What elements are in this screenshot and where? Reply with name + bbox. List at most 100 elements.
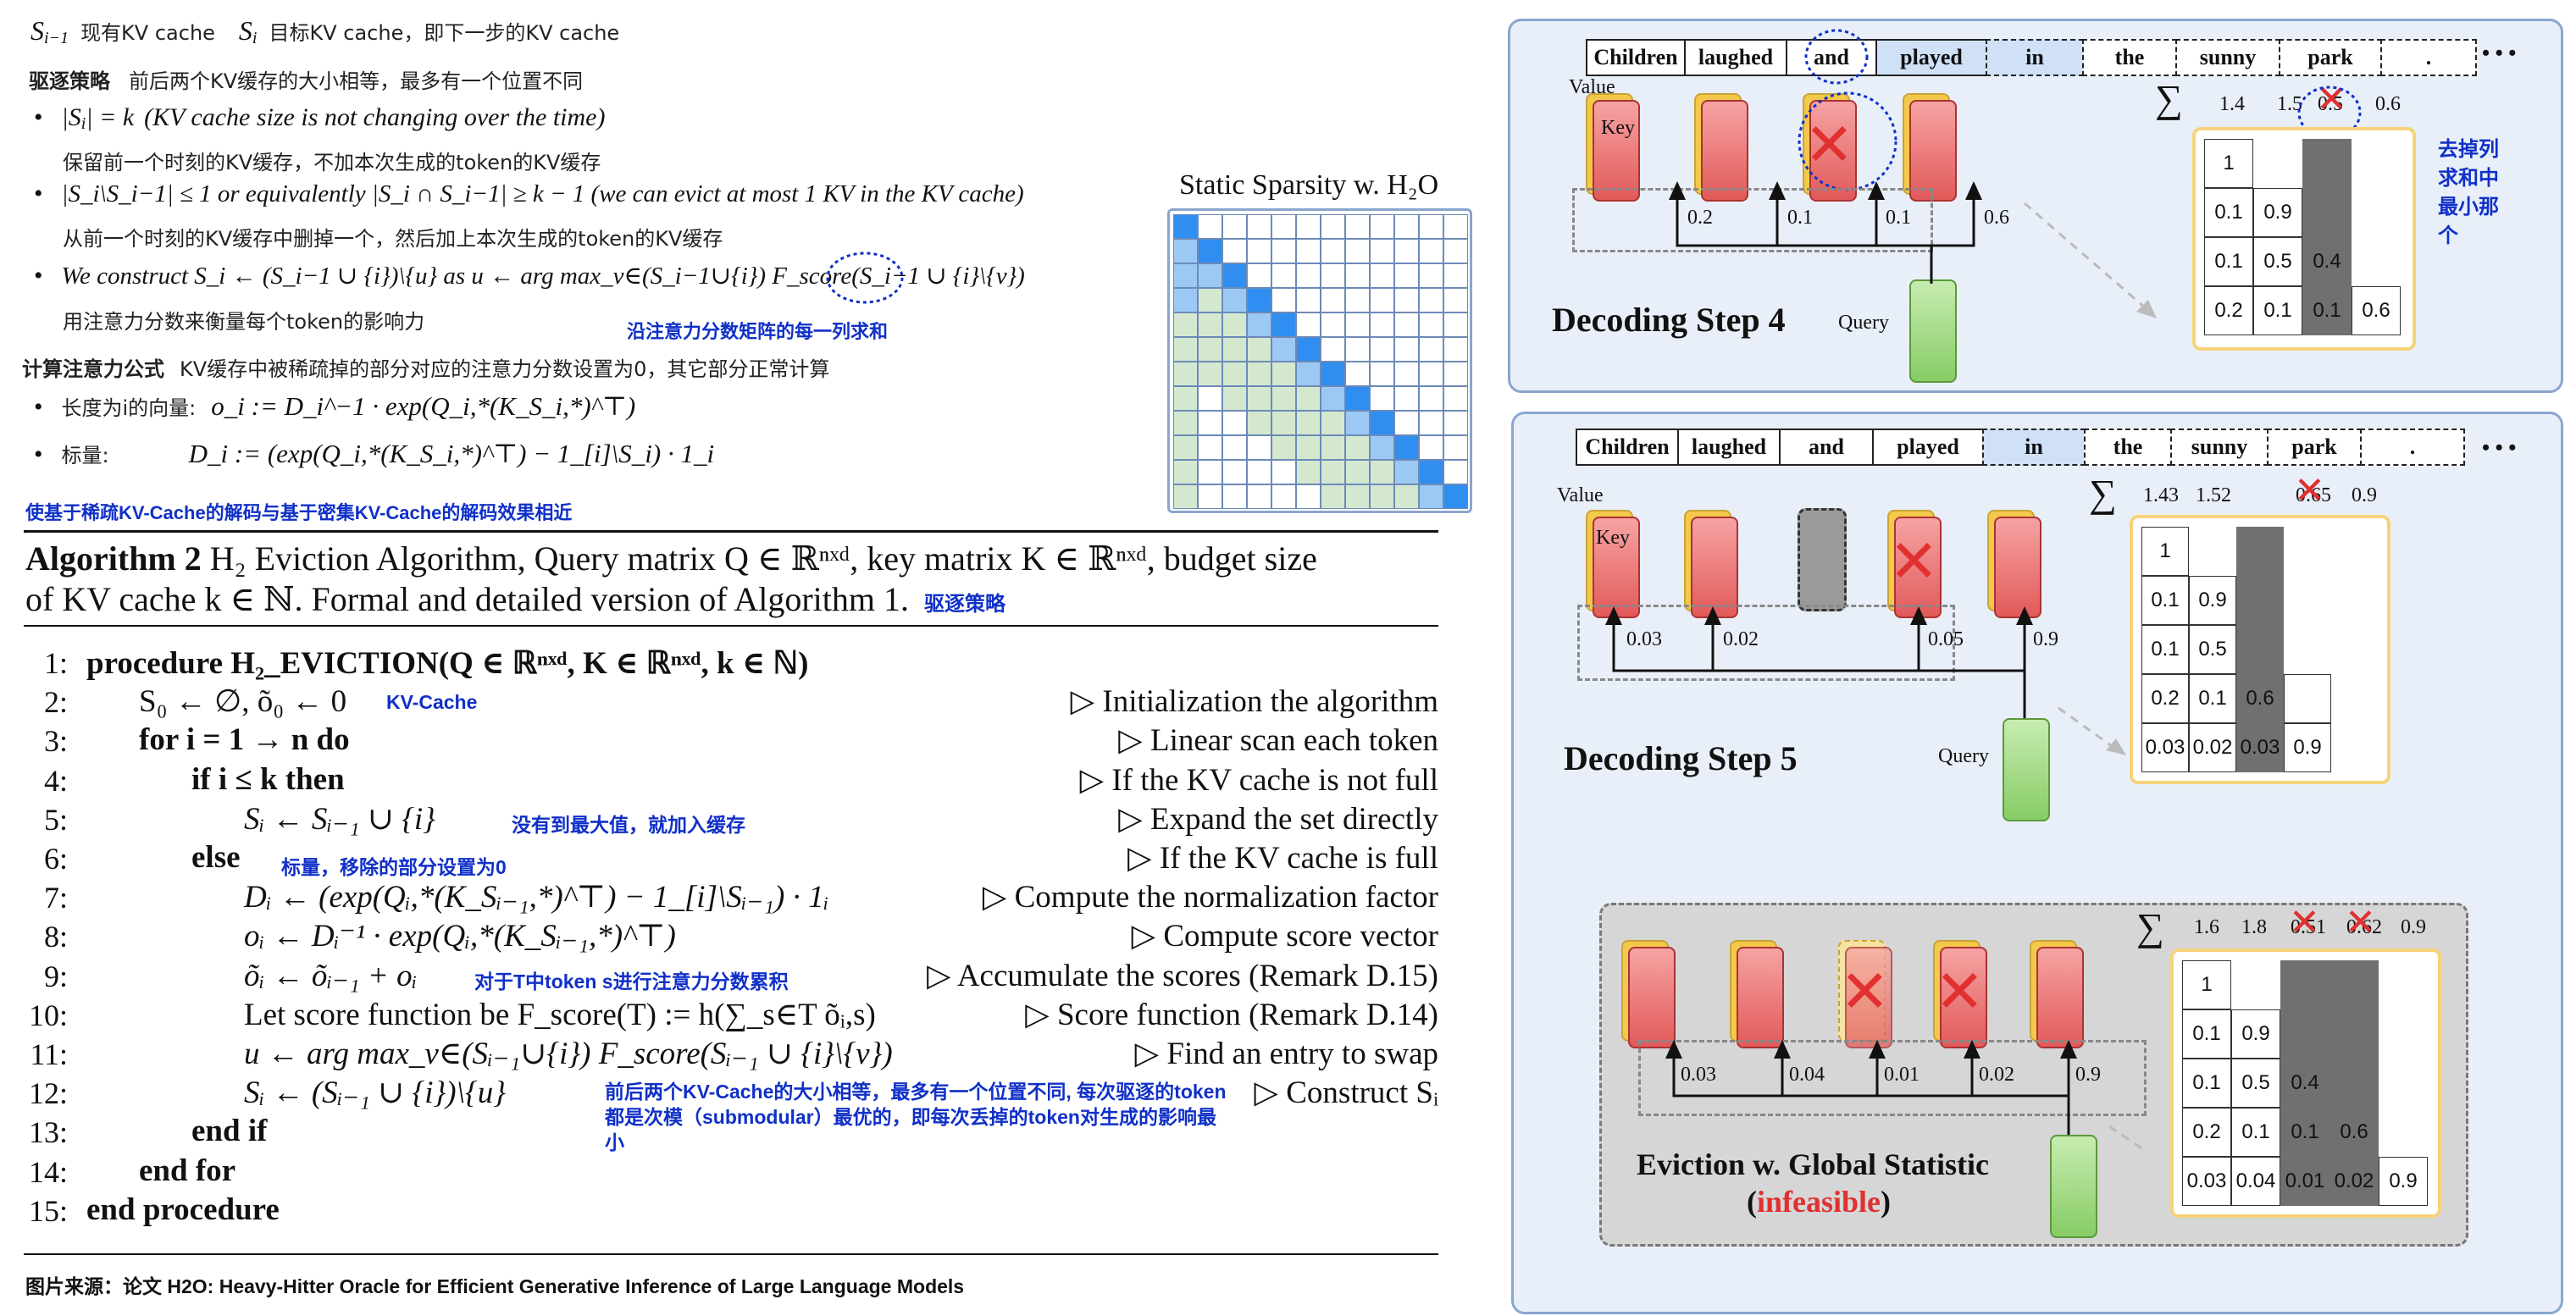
- step5-evicted-column: [2236, 527, 2284, 772]
- sparsity-cell: [1370, 239, 1394, 263]
- sparsity-cell: [1247, 337, 1271, 362]
- sparsity-cell: [1345, 484, 1370, 509]
- global-sum: 0.62: [2346, 916, 2382, 938]
- step5-weight: 0.9: [2033, 628, 2058, 650]
- sparsity-cell: [1345, 312, 1370, 337]
- algo-line-comment: ▷ If the KV cache is full: [1127, 841, 1438, 876]
- step4-matrix-cell: 0.5: [2253, 237, 2302, 286]
- sparsity-cell: [1370, 288, 1394, 312]
- bullet1-math2: | = k: [86, 103, 135, 131]
- step4-key-card: [1809, 100, 1857, 202]
- sparsity-cell: [1198, 288, 1222, 312]
- sparsity-title: Static Sparsity w. H₂O: [1179, 169, 1439, 201]
- global-sum-symbol: ∑: [2136, 905, 2164, 948]
- global-sum-evict-icon: ✕: [2289, 901, 2320, 944]
- step5-key-card: [1593, 517, 1640, 618]
- step4-matrix-cell: 0.9: [2253, 188, 2302, 237]
- sparsity-cell: [1247, 411, 1271, 435]
- sparsity-cell: [1370, 214, 1394, 239]
- algo-line-number: 14:: [28, 1154, 68, 1189]
- step5-arrows: [1605, 606, 2126, 755]
- step5-token: laughed: [1677, 429, 1781, 466]
- step4-token: Children: [1586, 39, 1686, 76]
- sparsity-cell: [1394, 484, 1419, 509]
- algo-line-comment: ▷ Construct Sᵢ: [1254, 1075, 1438, 1111]
- attention-title: 计算注意力公式: [22, 357, 164, 381]
- global-key-card: [1845, 947, 1892, 1048]
- algo-line-comment: ▷ Score function (Remark D.14): [1025, 997, 1438, 1032]
- algo-line-number: 9:: [43, 959, 68, 993]
- sparsity-cell: [1443, 214, 1468, 239]
- step4-token: the: [2082, 39, 2177, 76]
- algo-line-note: 没有到最大值，就加入缓存: [512, 813, 745, 836]
- global-dash-box: [1638, 1040, 2147, 1116]
- sparsity-cell: [1394, 263, 1419, 288]
- sparsity-cell: [1271, 288, 1296, 312]
- sparsity-cell: [1173, 386, 1198, 411]
- global-matrix-cell: 0.1: [2231, 1108, 2280, 1157]
- sparsity-cell: [1443, 263, 1468, 288]
- d-formula: D_i := (exp(Q_i,*(K_S_i,*)^⊤) − 1_[i]\S_…: [188, 439, 715, 468]
- step5-key-card: [1894, 517, 1942, 618]
- global-weight: 0.02: [1979, 1064, 2014, 1086]
- sparsity-cell: [1321, 312, 1345, 337]
- s-cur-symbol: S: [238, 15, 252, 46]
- global-sum: 0.9: [2401, 916, 2426, 938]
- sparsity-cell: [1296, 288, 1321, 312]
- bullet2-cn: 从前一个时刻的KV缓存中删掉一个，然后加上本次生成的token的KV缓存: [63, 227, 723, 251]
- step5-token: .: [2360, 429, 2465, 466]
- sparsity-cell: [1419, 337, 1443, 362]
- step5-matrix-cell: 0.1: [2141, 625, 2189, 674]
- global-evicted-column: [2280, 960, 2329, 1206]
- s-cur-sub: i: [252, 29, 258, 48]
- step5-matrix-cell: 0.5: [2189, 625, 2236, 674]
- sparsity-cell: [1247, 362, 1271, 386]
- algo-line-code: õᵢ ← õᵢ₋₁ + oᵢ: [244, 958, 418, 993]
- attention-d-row: • 标量: D_i := (exp(Q_i,*(K_S_i,*)^⊤) − 1_…: [34, 439, 715, 468]
- policy-bullet-1: • |Si| = k (KV cache size is not changin…: [34, 103, 606, 134]
- step4-matrix-cell: 1: [2204, 139, 2253, 188]
- sparsity-cell: [1296, 337, 1321, 362]
- s-cur-desc: 目标KV cache，即下一步的KV cache: [269, 21, 620, 45]
- policy-bullet-2: • |S_i\S_i−1| ≤ 1 or equivalently |S_i ∩…: [34, 180, 1024, 207]
- algo-caption-note: 驱逐策略: [924, 593, 1005, 616]
- sparsity-cell: [1173, 435, 1198, 460]
- algo-rule-mid: [24, 625, 1438, 627]
- global-key-card: [1940, 947, 1987, 1048]
- algo-line-number: 8:: [43, 920, 68, 954]
- sparsity-cell: [1222, 288, 1247, 312]
- sparsity-cell: [1443, 239, 1468, 263]
- sparsity-cell: [1173, 312, 1198, 337]
- sparsity-cell: [1222, 435, 1247, 460]
- step4-weight: 0.1: [1787, 207, 1813, 229]
- global-matrix-cell: 0.4: [2291, 1071, 2319, 1094]
- step5-token: and: [1779, 429, 1874, 466]
- bullet2-math: |S_i\S_i−1| ≤ 1 or equivalently |S_i ∩ S…: [61, 180, 1024, 207]
- sparsity-grid: [1167, 208, 1472, 513]
- sparsity-cell: [1247, 484, 1271, 509]
- algo-line-comment: ▷ Find an entry to swap: [1134, 1037, 1438, 1071]
- algo-line-comment: ▷ Expand the set directly: [1118, 801, 1438, 837]
- algo-line-number: 1:: [43, 646, 68, 680]
- step5-evict-icon: ✕: [1889, 527, 1939, 596]
- bullet1-math: |S: [61, 103, 81, 131]
- sparsity-cell: [1198, 435, 1222, 460]
- step5-matrix-cell: 0.9: [2189, 576, 2236, 625]
- sparsity-cell: [1296, 411, 1321, 435]
- algo-line-comment: ▷ Initialization the algorithm: [1070, 684, 1438, 720]
- sparsity-cell: [1173, 411, 1198, 435]
- sparsity-cell: [1370, 337, 1394, 362]
- global-query: [2050, 1135, 2097, 1238]
- algo-line-code: for i = 1 → n do: [139, 722, 350, 758]
- step5-query-label: Query: [1938, 745, 1989, 767]
- step4-title: Decoding Step 4: [1552, 301, 1786, 339]
- step4-matrix-cell: 0.1: [2204, 188, 2253, 237]
- step4-evict-icon: ✕: [1804, 110, 1854, 180]
- sparsity-cell: [1321, 288, 1345, 312]
- algo-line-number: 10:: [28, 998, 68, 1032]
- sparsity-cell: [1271, 484, 1296, 509]
